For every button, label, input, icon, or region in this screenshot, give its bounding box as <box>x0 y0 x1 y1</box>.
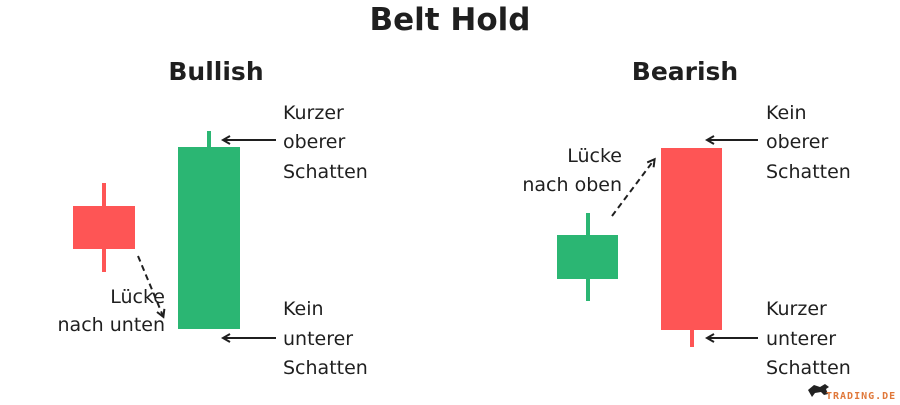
bearish-top-note: Kein oberer Schatten <box>766 102 851 183</box>
candle-body <box>661 148 722 330</box>
candle-body <box>73 206 135 249</box>
note-line: Kein <box>766 102 807 124</box>
bull-logo-icon <box>808 384 829 397</box>
diagram-title: Belt Hold <box>370 2 531 38</box>
note-line: oberer <box>766 131 828 153</box>
bearish-small-candle <box>73 183 135 272</box>
candle-body <box>178 147 240 329</box>
note-line: Lücke <box>567 145 622 167</box>
candle-wick <box>690 328 694 347</box>
note-line: Schatten <box>766 357 851 379</box>
bullish-top-note: Kurzer oberer Schatten <box>283 102 368 183</box>
candle-wick <box>207 131 211 149</box>
bullish-gap-note: Lücke nach unten <box>58 286 165 336</box>
bearish-heading: Bearish <box>632 57 738 86</box>
note-line: Lücke <box>110 286 165 308</box>
note-line: unterer <box>766 328 836 350</box>
bearish-bottom-note: Kurzer unterer Schatten <box>766 298 851 379</box>
bullish-belt-hold-candle <box>178 131 240 329</box>
dashed-arrow-icon <box>611 160 654 217</box>
note-line: nach oben <box>522 174 622 196</box>
bullish-heading: Bullish <box>168 57 263 86</box>
dashed-arrow-icon <box>137 255 163 316</box>
bullish-section: Bullish Kurzer oberer Schatten Kein unte… <box>58 57 368 379</box>
note-line: Kurzer <box>283 102 344 124</box>
bearish-section: Bearish Kein oberer Schatten Kurzer unte… <box>522 57 850 379</box>
bearish-belt-hold-candle <box>661 148 722 347</box>
note-line: Kurzer <box>766 298 827 320</box>
note-line: Kein <box>283 298 324 320</box>
note-line: Schatten <box>766 161 851 183</box>
candle-body <box>557 235 618 279</box>
bullish-bottom-note: Kein unterer Schatten <box>283 298 368 379</box>
bullish-small-candle <box>557 213 618 301</box>
note-line: Schatten <box>283 161 368 183</box>
logo-text: TRADING.DE <box>826 391 896 402</box>
bearish-gap-note: Lücke nach oben <box>522 145 622 196</box>
note-line: unterer <box>283 328 353 350</box>
note-line: nach unten <box>58 314 165 336</box>
note-line: oberer <box>283 131 345 153</box>
trading-de-logo: TRADING.DE <box>808 384 896 402</box>
note-line: Schatten <box>283 357 368 379</box>
